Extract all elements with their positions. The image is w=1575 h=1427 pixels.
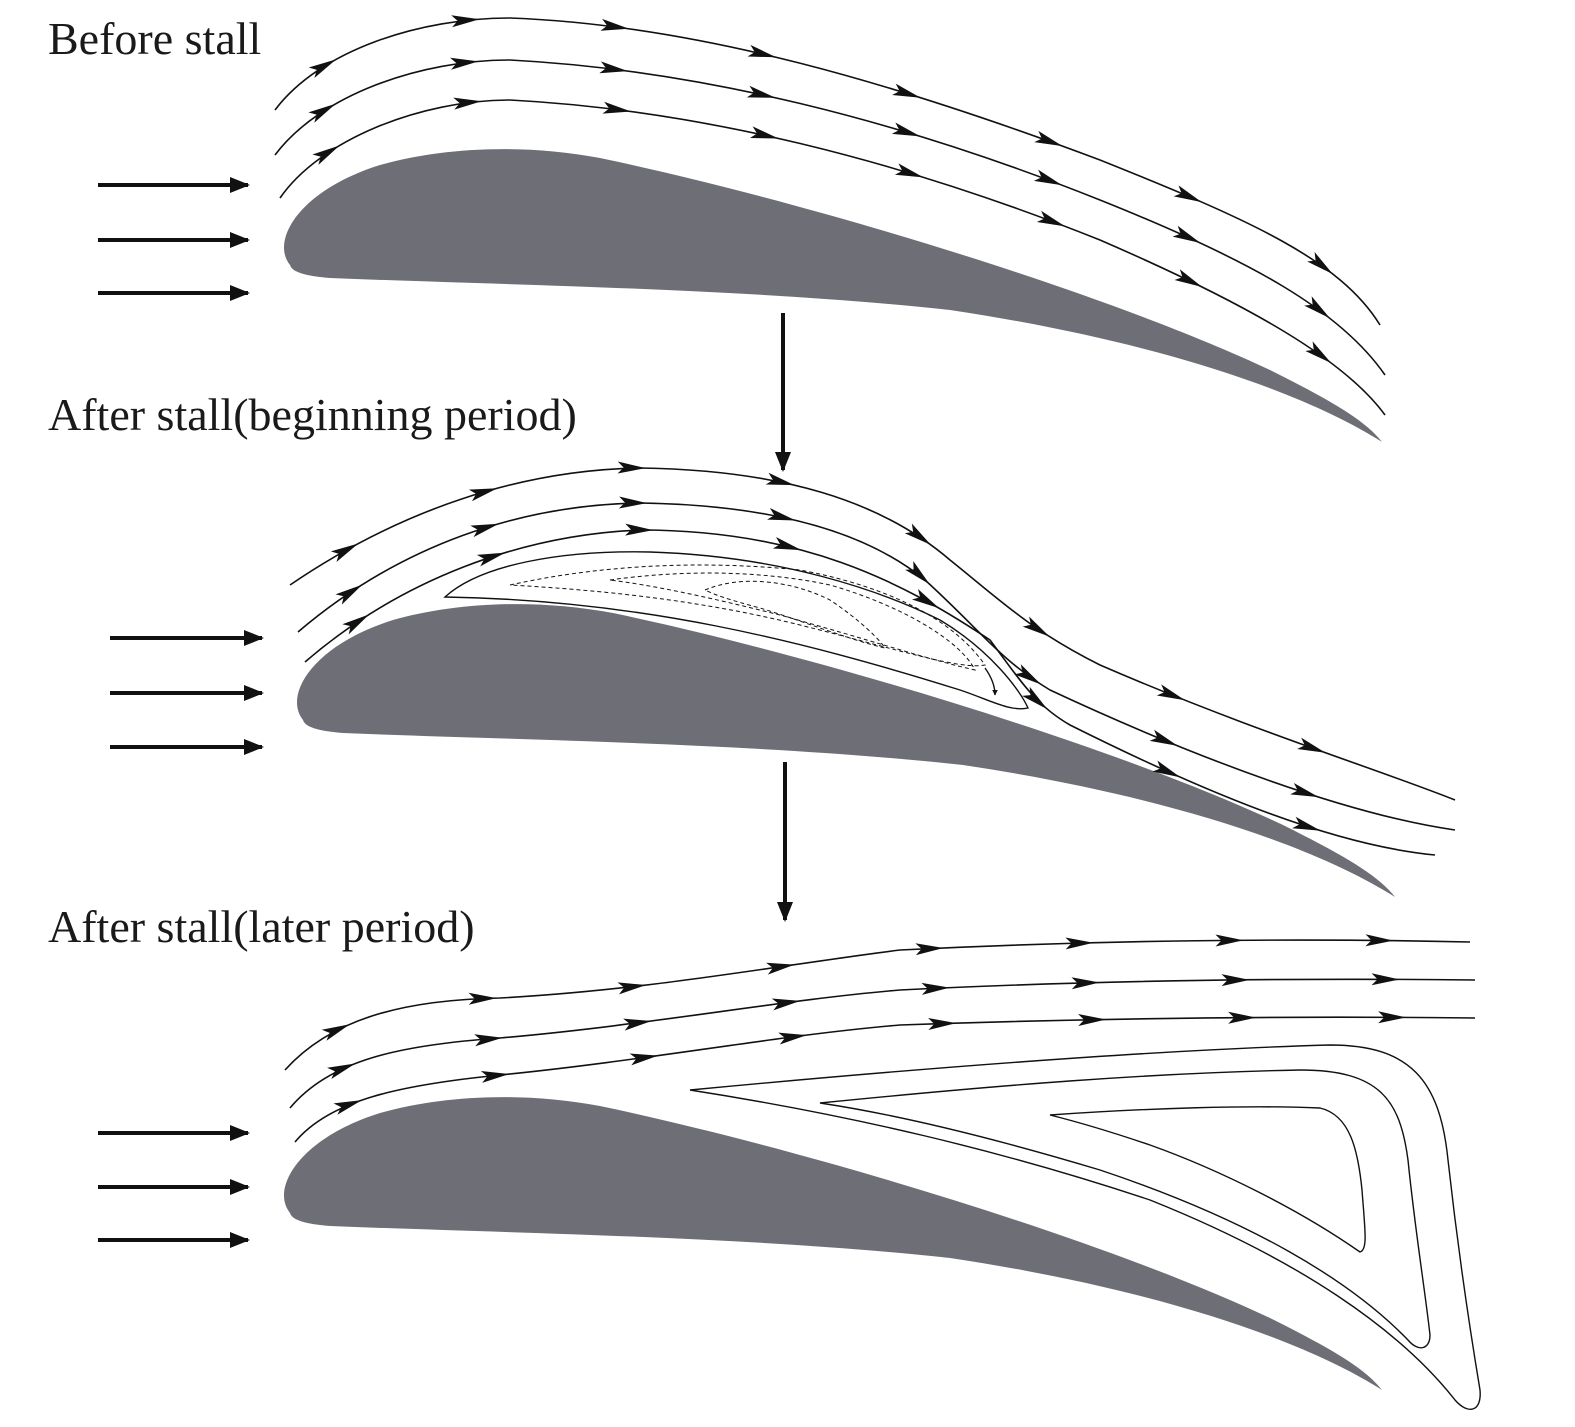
arrowhead	[623, 1018, 652, 1031]
arrowhead	[767, 508, 796, 521]
arrowhead	[1174, 269, 1203, 288]
arrowhead	[1297, 737, 1326, 753]
arrowhead	[747, 44, 777, 58]
arrowhead	[915, 943, 944, 956]
streamline	[284, 939, 1471, 1071]
arrowhead	[1228, 1011, 1257, 1024]
arrowhead	[1021, 686, 1048, 710]
airfoil	[297, 604, 1395, 897]
arrowhead	[629, 1053, 659, 1066]
arrowhead	[625, 523, 654, 536]
arrowhead	[450, 57, 479, 70]
vortex-inner	[1049, 1106, 1366, 1253]
arrowhead	[894, 163, 924, 178]
arrowhead	[1371, 973, 1400, 986]
arrowhead	[905, 560, 930, 585]
arrowhead	[1033, 169, 1063, 186]
panel-before-stall	[98, 17, 1386, 443]
arrowhead	[308, 103, 336, 123]
arrowhead	[1307, 252, 1333, 275]
arrowhead	[480, 1070, 510, 1083]
airfoil	[284, 1097, 1382, 1390]
arrowhead	[1173, 185, 1202, 203]
arrowhead	[451, 15, 480, 28]
arrowhead	[1172, 225, 1201, 244]
arrowhead	[772, 536, 802, 551]
arrowhead	[1034, 130, 1063, 147]
arrowhead	[921, 982, 950, 995]
streamline-arrowheads	[308, 15, 1407, 1115]
arrowhead	[1365, 934, 1394, 947]
arrowhead	[928, 1017, 957, 1030]
streamline	[274, 17, 1381, 326]
panel-after-stall-beginning	[110, 467, 1456, 897]
arrowhead	[1304, 296, 1330, 319]
arrowhead	[617, 461, 646, 474]
arrowhead	[1071, 977, 1100, 990]
label-after-stall-later: After stall(later period)	[48, 901, 475, 952]
arrowhead	[771, 998, 801, 1011]
streamline	[289, 467, 1456, 801]
arrowhead	[1215, 934, 1244, 947]
arrowhead	[1149, 729, 1178, 746]
arrowhead	[476, 552, 506, 567]
arrowhead	[1292, 816, 1321, 831]
arrowhead	[749, 126, 779, 139]
arrowhead	[778, 1032, 807, 1045]
label-before-stall: Before stall	[48, 13, 262, 64]
panel-after-stall-later	[98, 939, 1481, 1410]
arrowhead	[904, 523, 931, 545]
arrowhead	[474, 1034, 503, 1047]
arrowhead	[330, 543, 359, 562]
arrowhead	[1290, 782, 1319, 798]
arrowhead	[746, 85, 776, 98]
arrowhead	[600, 18, 629, 31]
vortex-outer	[689, 1044, 1481, 1410]
arrowhead	[308, 59, 337, 78]
arrowhead	[321, 1024, 350, 1041]
arrowhead	[1156, 684, 1186, 701]
arrowhead	[1221, 974, 1250, 987]
arrowhead	[453, 97, 482, 110]
arrowhead	[617, 982, 647, 995]
arrowhead	[327, 1063, 356, 1079]
arrowhead	[765, 472, 795, 486]
arrowhead	[1022, 616, 1050, 637]
arrowhead	[892, 83, 921, 98]
arrowhead	[1014, 664, 1042, 685]
arrowhead	[1065, 937, 1094, 950]
arrowhead	[333, 1100, 362, 1115]
arrowhead	[470, 523, 499, 538]
label-after-stall-beginning: After stall(beginning period)	[48, 389, 577, 440]
arrowhead	[1305, 341, 1332, 364]
arrowhead	[599, 61, 628, 74]
streamline	[274, 59, 1386, 376]
arrowhead	[1036, 210, 1066, 227]
arrowhead	[342, 614, 370, 635]
arrowhead	[891, 122, 921, 137]
arrowhead	[335, 584, 363, 605]
arrowhead	[911, 589, 940, 609]
arrowhead	[1378, 1011, 1407, 1024]
arrowhead	[766, 962, 795, 975]
arrowhead	[1078, 1013, 1107, 1026]
vortex-middle	[819, 1069, 1431, 1349]
arrowhead	[618, 496, 647, 509]
arrowhead	[602, 101, 632, 114]
arrowhead	[468, 992, 497, 1005]
arrowhead	[468, 488, 498, 502]
streamline	[279, 99, 1386, 416]
separation-bubble	[443, 551, 1029, 710]
arrowhead	[312, 145, 340, 165]
arrowhead	[1152, 760, 1181, 778]
